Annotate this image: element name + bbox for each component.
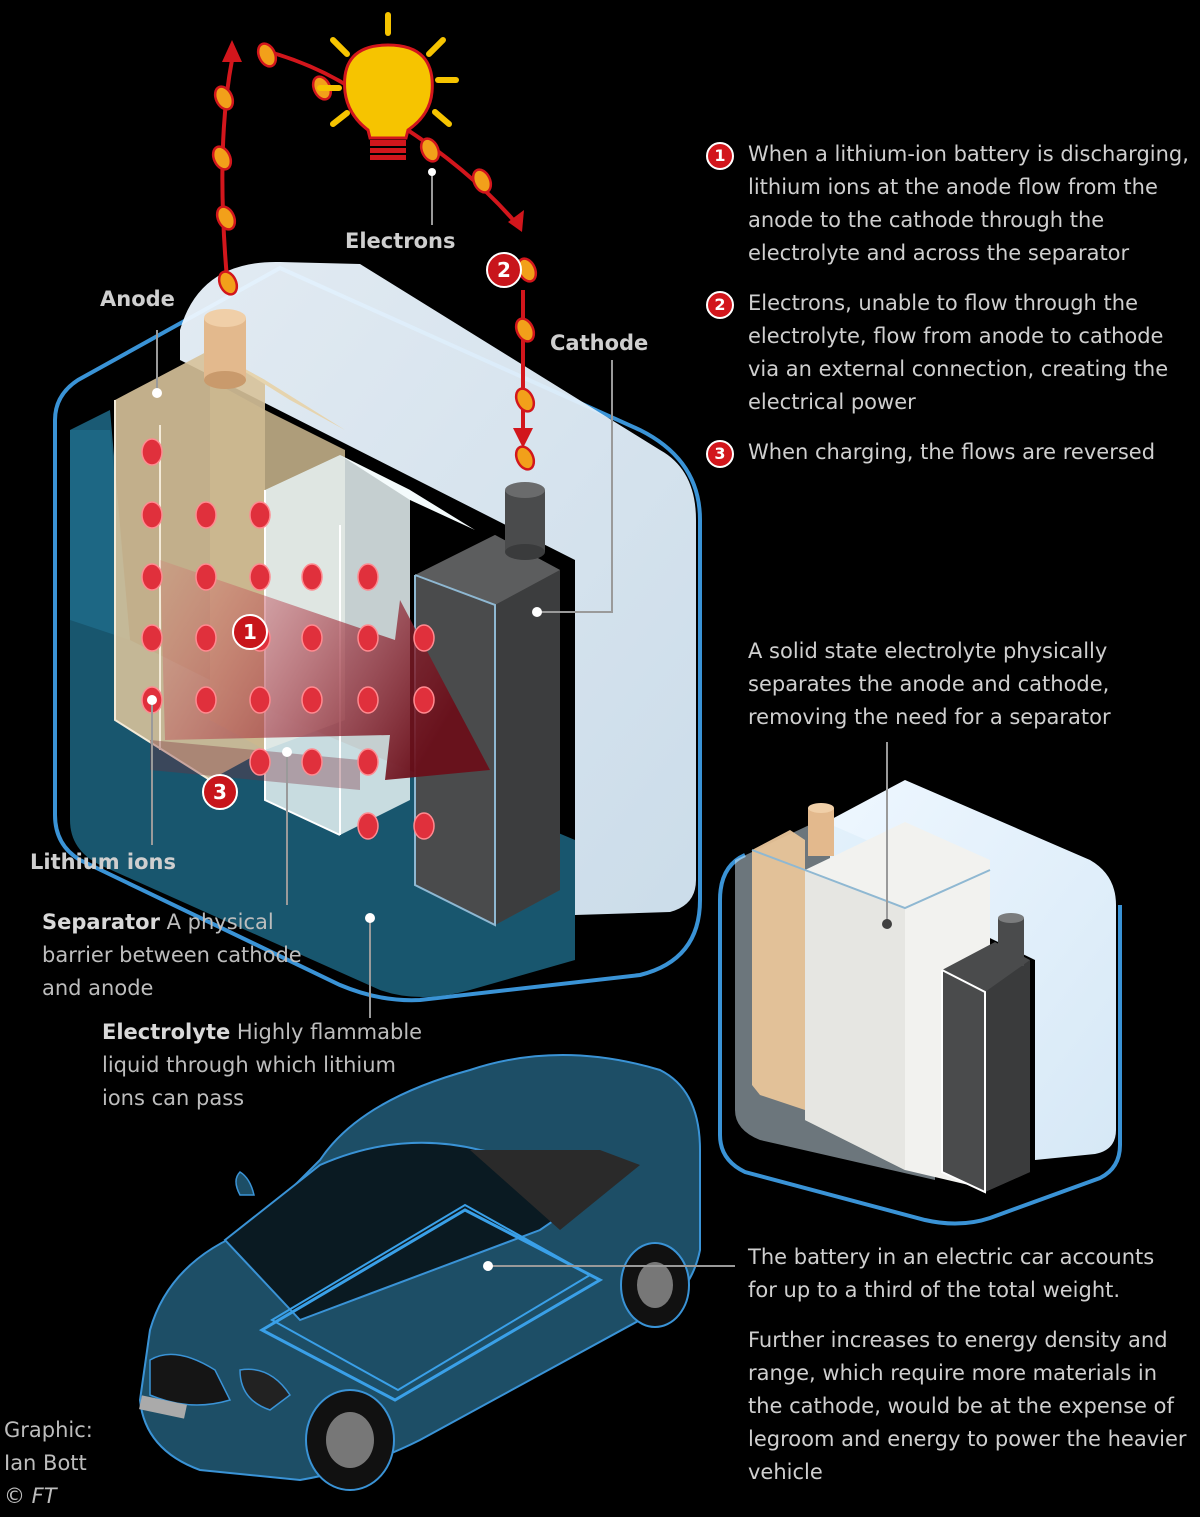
- solid-state-battery: [718, 742, 1122, 1226]
- lithium-ion-dot: [195, 563, 217, 591]
- lithium-ion-dot: [249, 686, 271, 714]
- electron-dot: [514, 317, 536, 343]
- lithium-ion-dot: [301, 563, 323, 591]
- step-2: 2 Electrons, unable to flow through the …: [706, 287, 1192, 419]
- lithium-ion-dot: [301, 748, 323, 776]
- car-battery-pack: [258, 1208, 604, 1402]
- lithium-ion-dot: [357, 748, 379, 776]
- electron-dot: [514, 387, 536, 413]
- badge-2: 2: [486, 252, 522, 288]
- step-1: 1 When a lithium-ion battery is discharg…: [706, 138, 1192, 270]
- leader-lines: [151, 175, 613, 1018]
- lithium-ion-dot: [357, 686, 379, 714]
- step-2-number: 2: [706, 291, 734, 319]
- lithium-ion-dot: [141, 501, 163, 529]
- casing-back: [180, 261, 696, 915]
- label-electrons: Electrons: [345, 229, 456, 253]
- electron-dot: [256, 42, 278, 68]
- step-3: 3 When charging, the flows are reversed: [706, 436, 1192, 469]
- lithium-ion-dot: [301, 624, 323, 652]
- step-3-number: 3: [706, 440, 734, 468]
- step-1-number: 1: [706, 142, 734, 170]
- electric-car: [138, 1054, 735, 1491]
- car-note-density: Further increases to energy density and …: [748, 1328, 1187, 1484]
- badge-1: 1: [232, 614, 268, 650]
- lithium-ion-dot: [249, 501, 271, 529]
- lithium-ion-dot: [301, 686, 323, 714]
- lithium-ion-dot: [195, 624, 217, 652]
- lithium-ion-dot: [357, 624, 379, 652]
- lithium-ion-dot: [413, 624, 435, 652]
- electron-dot: [217, 270, 239, 296]
- lithium-ion-dot: [141, 438, 163, 466]
- badge-3: 3: [202, 774, 238, 810]
- cathode-block: [414, 482, 560, 927]
- lithium-ion-dot: [195, 686, 217, 714]
- lithium-ion-dot: [357, 563, 379, 591]
- label-lithium-ions: Lithium ions: [30, 850, 176, 874]
- lithium-ion-dot: [413, 812, 435, 840]
- car-note-weight: The battery in an electric car accounts …: [748, 1245, 1155, 1302]
- lithium-ion-dot: [141, 563, 163, 591]
- solid-state-note: A solid state electrolyte physically sep…: [748, 639, 1111, 729]
- label-electrolyte: Electrolyte Highly flammable liquid thro…: [102, 1020, 423, 1110]
- lithium-ion-dot: [249, 563, 271, 591]
- lithium-ion-dot: [357, 812, 379, 840]
- lithium-ion-dot: [249, 748, 271, 776]
- electron-dot: [419, 137, 441, 163]
- lithium-ion-dot: [195, 501, 217, 529]
- credit-author: Ian Bott: [4, 1451, 87, 1475]
- label-separator: Separator A physical barrier between cat…: [42, 910, 302, 1000]
- main-battery: [53, 261, 702, 1003]
- credit-label: Graphic:: [4, 1418, 93, 1442]
- casing-outline: [53, 265, 702, 1003]
- electron-dot: [213, 85, 235, 111]
- step-1-text: When a lithium-ion battery is dischargin…: [748, 142, 1189, 265]
- credit-ft: © FT: [4, 1484, 57, 1508]
- electron-dot: [471, 168, 493, 194]
- electron-dot: [211, 145, 233, 171]
- lightbulb-icon: [317, 12, 459, 160]
- label-cathode: Cathode: [550, 331, 649, 355]
- step-2-text: Electrons, unable to flow through the el…: [748, 291, 1169, 414]
- electron-dot: [514, 445, 536, 471]
- lithium-ion-dot: [141, 624, 163, 652]
- lithium-ion-dot: [413, 686, 435, 714]
- label-anode: Anode: [100, 287, 175, 311]
- electron-dot: [215, 205, 237, 231]
- step-3-text: When charging, the flows are reversed: [748, 440, 1156, 464]
